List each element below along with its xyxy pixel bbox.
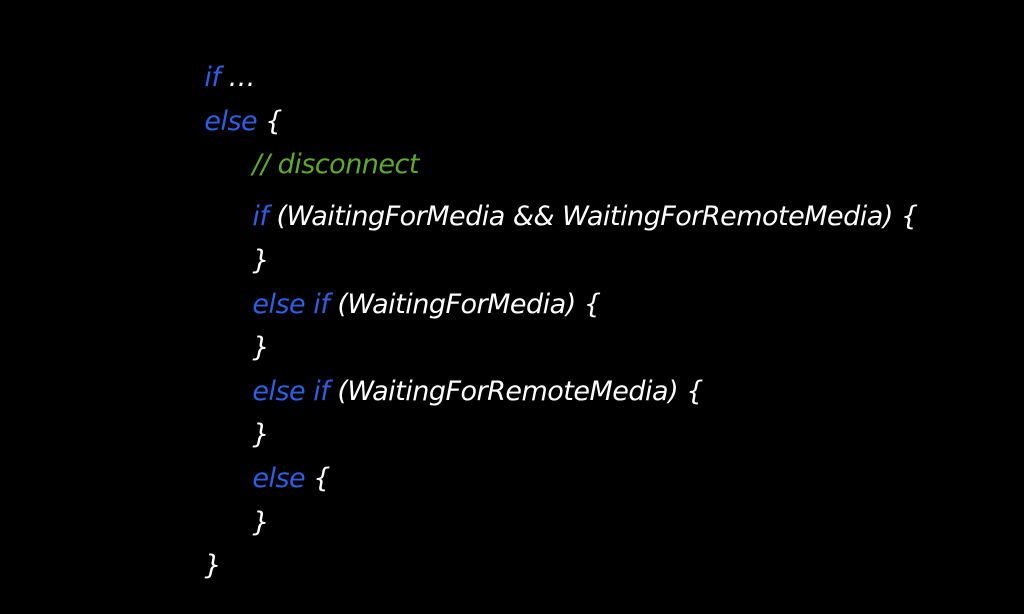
code-text: } [252, 332, 270, 363]
code-line-close-brace: } [220, 300, 269, 396]
code-line-else: else { [220, 431, 330, 527]
code-text: (WaitingForMedia && WaitingForRemoteMedi… [268, 201, 918, 232]
code-text: { [257, 106, 282, 137]
code-line-else-if-media: else if (WaitingForMedia) { [220, 257, 601, 353]
code-slide: if … else { // disconnect if (WaitingFor… [172, 30, 919, 581]
keyword: if [252, 201, 269, 232]
code-line-close-brace: } [220, 475, 269, 571]
code-line-outer-close-brace: } [172, 518, 221, 614]
keyword: else if [252, 376, 330, 407]
code-line-if: if … [172, 30, 255, 126]
comment-text: // disconnect [252, 149, 419, 180]
code-line-if-both: if (WaitingForMedia && WaitingForRemoteM… [220, 169, 918, 265]
code-comment: // disconnect [220, 117, 419, 213]
code-text: } [252, 419, 270, 450]
code-line-else-open: else { [172, 74, 282, 170]
keyword: else [252, 463, 306, 494]
keyword: else [204, 106, 258, 137]
code-line-else-if-remote: else if (WaitingForRemoteMedia) { [220, 344, 703, 440]
keyword: else if [252, 289, 330, 320]
keyword: if [204, 62, 221, 93]
code-text: { [305, 463, 330, 494]
code-text: } [204, 550, 222, 581]
code-line-close-brace: } [220, 213, 269, 309]
code-line-close-brace: } [220, 387, 269, 483]
code-text: } [252, 245, 270, 276]
code-text: (WaitingForRemoteMedia) { [329, 376, 703, 407]
code-text: } [252, 507, 270, 538]
code-text: … [220, 62, 255, 93]
code-text: (WaitingForMedia) { [329, 289, 601, 320]
